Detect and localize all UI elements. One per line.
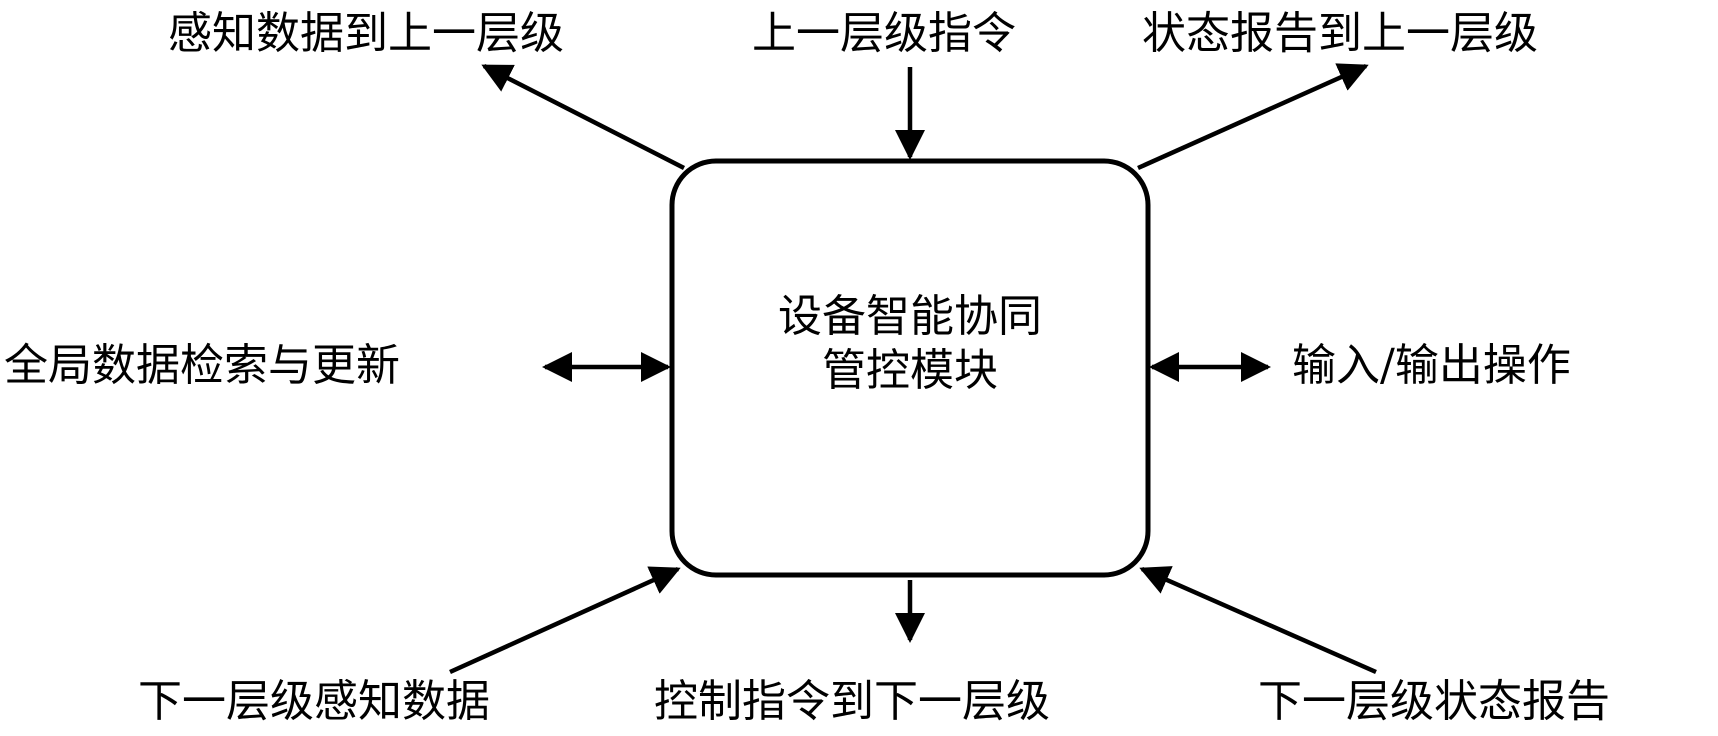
arrow-sensing-data-up [481,63,686,171]
label-io-operation: 输入/输出操作 [1292,340,1571,391]
module-title-line2: 管控模块 [822,345,998,396]
module-box [669,158,1151,578]
label-control-instruction-down: 控制指令到下一层级 [654,676,1050,727]
label-lower-sensing-data: 下一层级感知数据 [138,676,490,727]
label-global-data: 全局数据检索与更新 [4,340,400,391]
arrow-lower-status-report [1139,566,1377,675]
label-upper-instruction: 上一层级指令 [752,8,1016,59]
label-sensing-data-up: 感知数据到上一层级 [168,8,564,59]
label-status-report-up: 状态报告到上一层级 [1142,8,1538,59]
module-title-line1: 设备智能协同 [778,291,1042,342]
arrow-lower-sensing-data [449,566,681,675]
arrow-status-report-up [1137,63,1369,171]
label-lower-status-report: 下一层级状态报告 [1258,676,1610,727]
module-title: 设备智能协同 管控模块 [676,290,1144,398]
